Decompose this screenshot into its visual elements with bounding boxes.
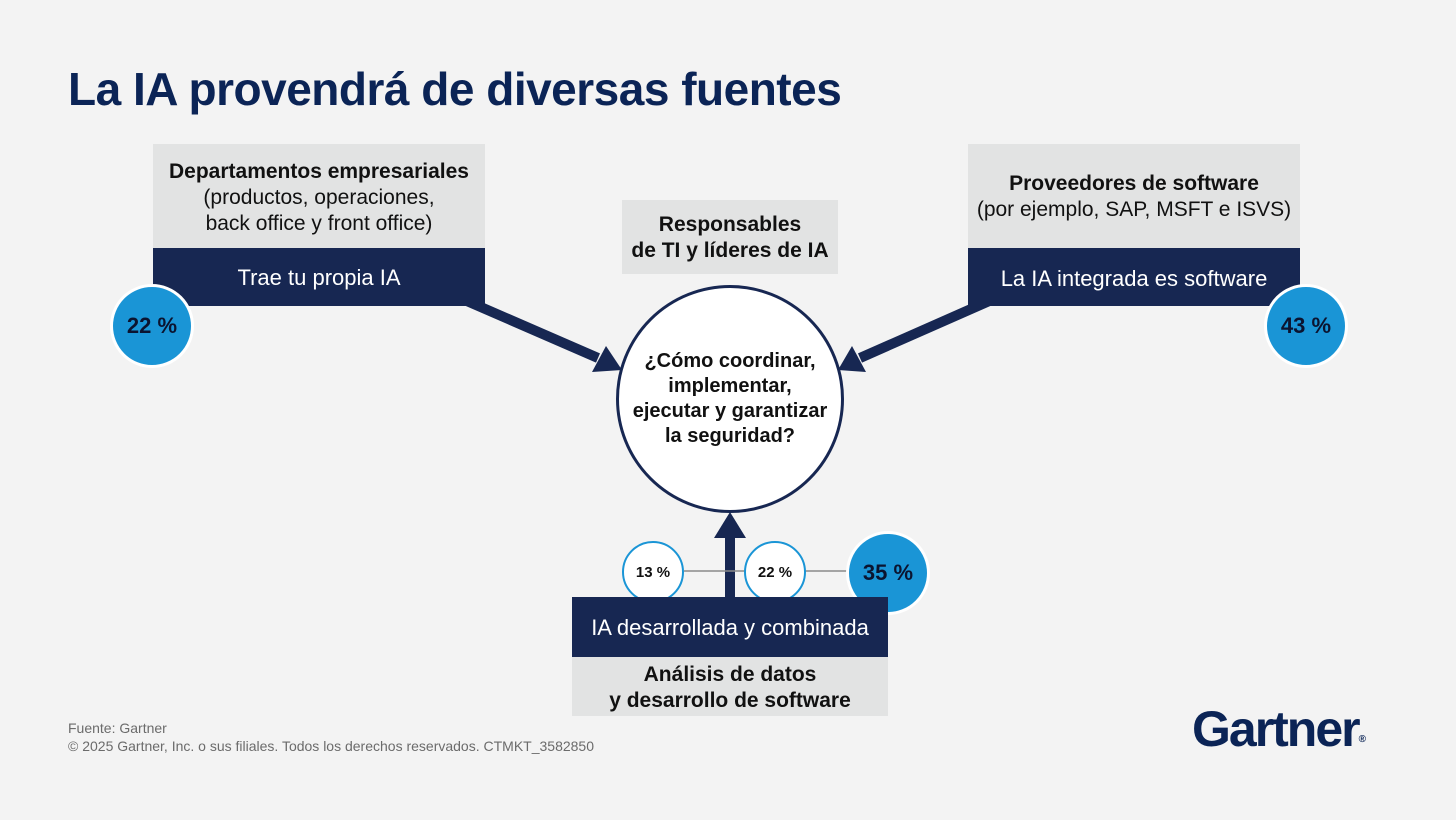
bottom-percent-total-bubble: 35 % (846, 531, 930, 615)
bottom-source-box: Análisis de datos y desarrollo de softwa… (572, 657, 888, 716)
footer-source: Fuente: Gartner (68, 720, 167, 736)
left-source-box: Departamentos empresariales (productos, … (153, 144, 485, 248)
center-question: ¿Cómo coordinar, implementar, ejecutar y… (632, 350, 828, 447)
top-responsables-line: de TI y líderes de IA (631, 239, 829, 262)
page-title: La IA provendrá de diversas fuentes (68, 63, 842, 115)
bottom-arrow-head (714, 512, 746, 538)
center-question-circle: ¿Cómo coordinar, implementar, ejecutar y… (616, 285, 844, 513)
bottom-percent-a-bubble: 13 % (622, 541, 684, 603)
bottom-banner: IA desarrollada y combinada (572, 597, 888, 657)
right-arrow-shaft (857, 293, 999, 363)
left-source-heading: Departamentos empresariales (169, 160, 469, 183)
right-banner: La IA integrada es software (968, 248, 1300, 306)
left-arrow-shaft (458, 293, 600, 363)
bottom-source-line: y desarrollo de software (609, 689, 851, 712)
left-arrow-head (592, 346, 622, 372)
top-responsables-box: Responsables de TI y líderes de IA (622, 200, 838, 274)
right-source-box: Proveedores de software (por ejemplo, SA… (968, 144, 1300, 248)
left-source-line: (productos, operaciones, (203, 186, 435, 209)
top-responsables-line: Responsables (658, 213, 802, 236)
right-source-line: (por ejemplo, SAP, MSFT e ISVS) (976, 198, 1292, 221)
right-source-heading: Proveedores de software (1009, 172, 1259, 195)
left-source-line: back office y front office) (205, 212, 433, 235)
left-banner: Trae tu propia IA (153, 248, 485, 306)
bottom-source-line: Análisis de datos (643, 663, 817, 686)
left-percent-bubble: 22 % (110, 284, 194, 368)
right-arrow-head (838, 346, 866, 372)
gartner-logo: Gartner® (1192, 700, 1366, 758)
registered-mark: ® (1358, 734, 1366, 745)
right-percent-bubble: 43 % (1264, 284, 1348, 368)
gartner-logo-text: Gartner (1192, 701, 1361, 757)
bottom-percent-b-bubble: 22 % (744, 541, 806, 603)
footer-copyright: © 2025 Gartner, Inc. o sus filiales. Tod… (68, 738, 594, 754)
